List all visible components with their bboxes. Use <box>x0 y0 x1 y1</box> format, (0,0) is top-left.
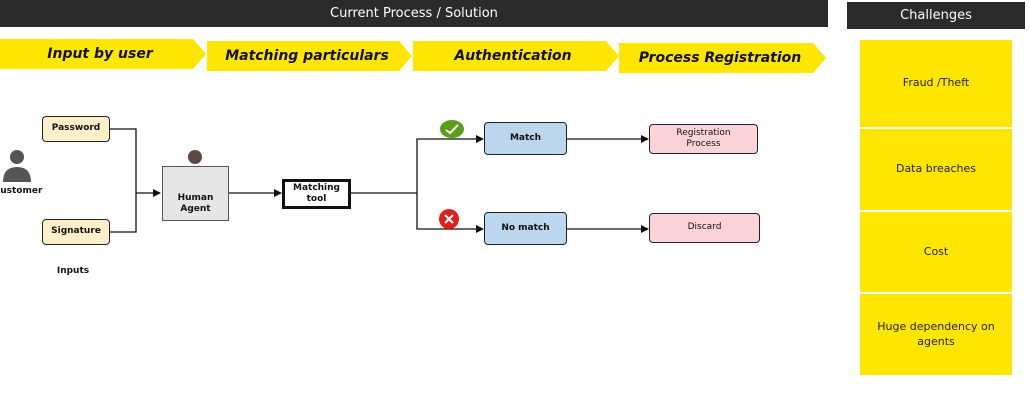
connector-signature <box>110 193 137 233</box>
challenges-title: Challenges <box>900 8 972 23</box>
stage-process-registration: Process Registration <box>619 43 821 73</box>
tool-label: Matching tool <box>292 182 340 204</box>
challenge-label: Cost <box>923 244 949 258</box>
challenge-label: Huge dependency on agents <box>877 319 995 348</box>
process-title-banner: Current Process / Solution <box>0 0 828 27</box>
signature-box: Signature <box>42 219 110 245</box>
human-agent-box: Human Agent <box>162 166 229 221</box>
inputs-caption-text: Inputs <box>56 266 90 276</box>
stage-label: Authentication <box>454 48 572 64</box>
challenges-title-banner: Challenges <box>847 2 1025 29</box>
no-match-label: No match <box>501 222 550 233</box>
discard-box: Discard <box>649 213 760 243</box>
challenge-agent-dependency: Huge dependency on agents <box>860 294 1012 375</box>
stage-label: Process Registration <box>638 50 802 66</box>
cross-icon <box>439 209 459 229</box>
registration-process-box: Registration Process <box>649 124 758 154</box>
inputs-caption: Inputs <box>42 266 104 276</box>
stage-chevron-shape-3 <box>413 41 619 71</box>
stage-matching-particulars: Matching particulars <box>207 41 407 71</box>
stage-input-by-user: Input by user <box>0 39 200 69</box>
customer-person-icon <box>3 150 31 182</box>
agent-label: Human Agent <box>177 192 214 214</box>
challenge-fraud-theft: Fraud /Theft <box>860 40 1012 127</box>
customer-label-text: Customer <box>0 186 43 196</box>
password-box: Password <box>42 116 110 142</box>
connector-to-no-match <box>416 193 484 233</box>
stage-chevron-shape-2 <box>207 41 412 71</box>
stage-label: Input by user <box>47 46 153 62</box>
registration-label: Registration Process <box>676 127 731 149</box>
discard-label: Discard <box>687 222 722 233</box>
challenge-data-breaches: Data breaches <box>860 129 1012 210</box>
customer-label: Customer <box>0 186 46 196</box>
stage-label: Matching particulars <box>225 48 389 64</box>
matching-tool-box: Matching tool <box>282 179 351 209</box>
password-label: Password <box>51 123 101 134</box>
stage-authentication: Authentication <box>413 41 613 71</box>
no-match-box: No match <box>484 212 567 245</box>
stage-chevron-shape-4 <box>619 43 826 73</box>
connector-to-match <box>416 135 484 193</box>
check-icon <box>440 120 464 138</box>
challenge-label: Fraud /Theft <box>902 76 970 90</box>
stage-chevron-shape-1 <box>0 39 206 69</box>
challenge-label: Data breaches <box>895 162 977 176</box>
challenge-cost: Cost <box>860 212 1012 292</box>
signature-label: Signature <box>51 226 101 237</box>
connector-password <box>110 128 137 193</box>
match-box: Match <box>484 122 567 155</box>
match-label: Match <box>509 132 542 143</box>
process-title: Current Process / Solution <box>330 6 498 21</box>
